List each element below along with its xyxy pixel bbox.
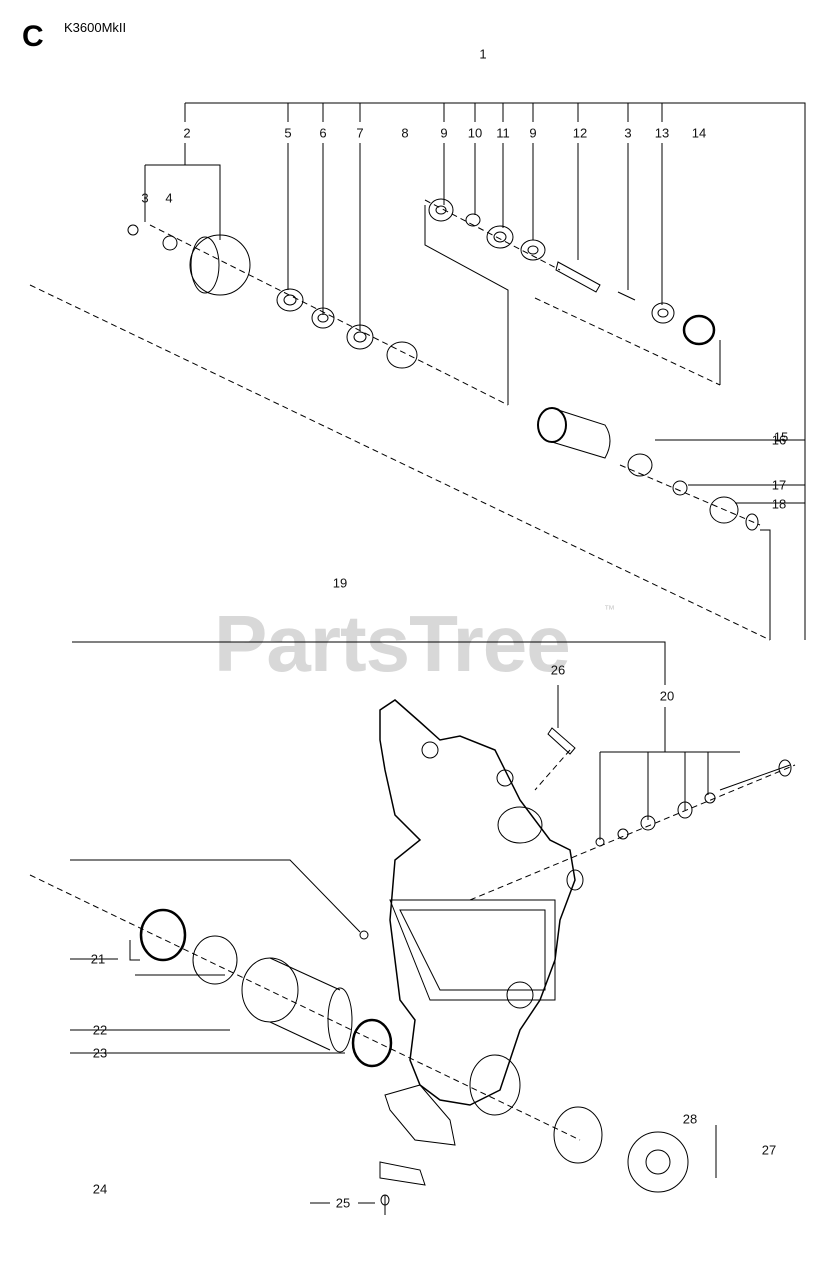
callout-17: 17 bbox=[771, 477, 787, 493]
callout-4: 4 bbox=[165, 190, 173, 206]
section-letter: C bbox=[22, 20, 44, 53]
callout-6: 6 bbox=[319, 125, 327, 141]
callout-14: 14 bbox=[691, 125, 707, 141]
callout-3b: 3 bbox=[624, 125, 632, 141]
callout-26: 26 bbox=[550, 662, 566, 678]
callout-24: 24 bbox=[92, 1181, 108, 1197]
callout-27: 27 bbox=[761, 1142, 777, 1158]
model-name: K3600MkII bbox=[64, 20, 127, 35]
callout-13: 13 bbox=[654, 125, 670, 141]
callout-9a: 9 bbox=[440, 125, 448, 141]
callout-3: 3 bbox=[141, 190, 149, 206]
callout-18: 18 bbox=[771, 496, 787, 512]
callout-7: 7 bbox=[356, 125, 364, 141]
callout-2: 2 bbox=[183, 125, 191, 141]
leader-1-bracket bbox=[185, 102, 806, 640]
callout-25: 25 bbox=[335, 1195, 351, 1211]
callout-9b: 9 bbox=[529, 125, 537, 141]
callout-20: 20 bbox=[659, 688, 675, 704]
callout-12: 12 bbox=[572, 125, 588, 141]
callout-23: 23 bbox=[92, 1045, 108, 1061]
callout-15: 15 bbox=[773, 429, 789, 445]
callout-22: 22 bbox=[92, 1022, 108, 1038]
callout-10: 10 bbox=[467, 125, 483, 141]
callout-5: 5 bbox=[284, 125, 292, 141]
watermark: PartsTree bbox=[214, 599, 571, 688]
callout-8: 8 bbox=[401, 125, 409, 141]
callout-16: 16 bbox=[771, 432, 787, 448]
callout-1: 1 bbox=[479, 46, 487, 62]
callout-11: 11 bbox=[496, 125, 510, 141]
callout-19: 19 bbox=[332, 575, 348, 591]
watermark-trademark: ™ bbox=[604, 604, 615, 616]
callout-28: 28 bbox=[682, 1111, 698, 1127]
callout-21: 21 bbox=[90, 951, 106, 967]
